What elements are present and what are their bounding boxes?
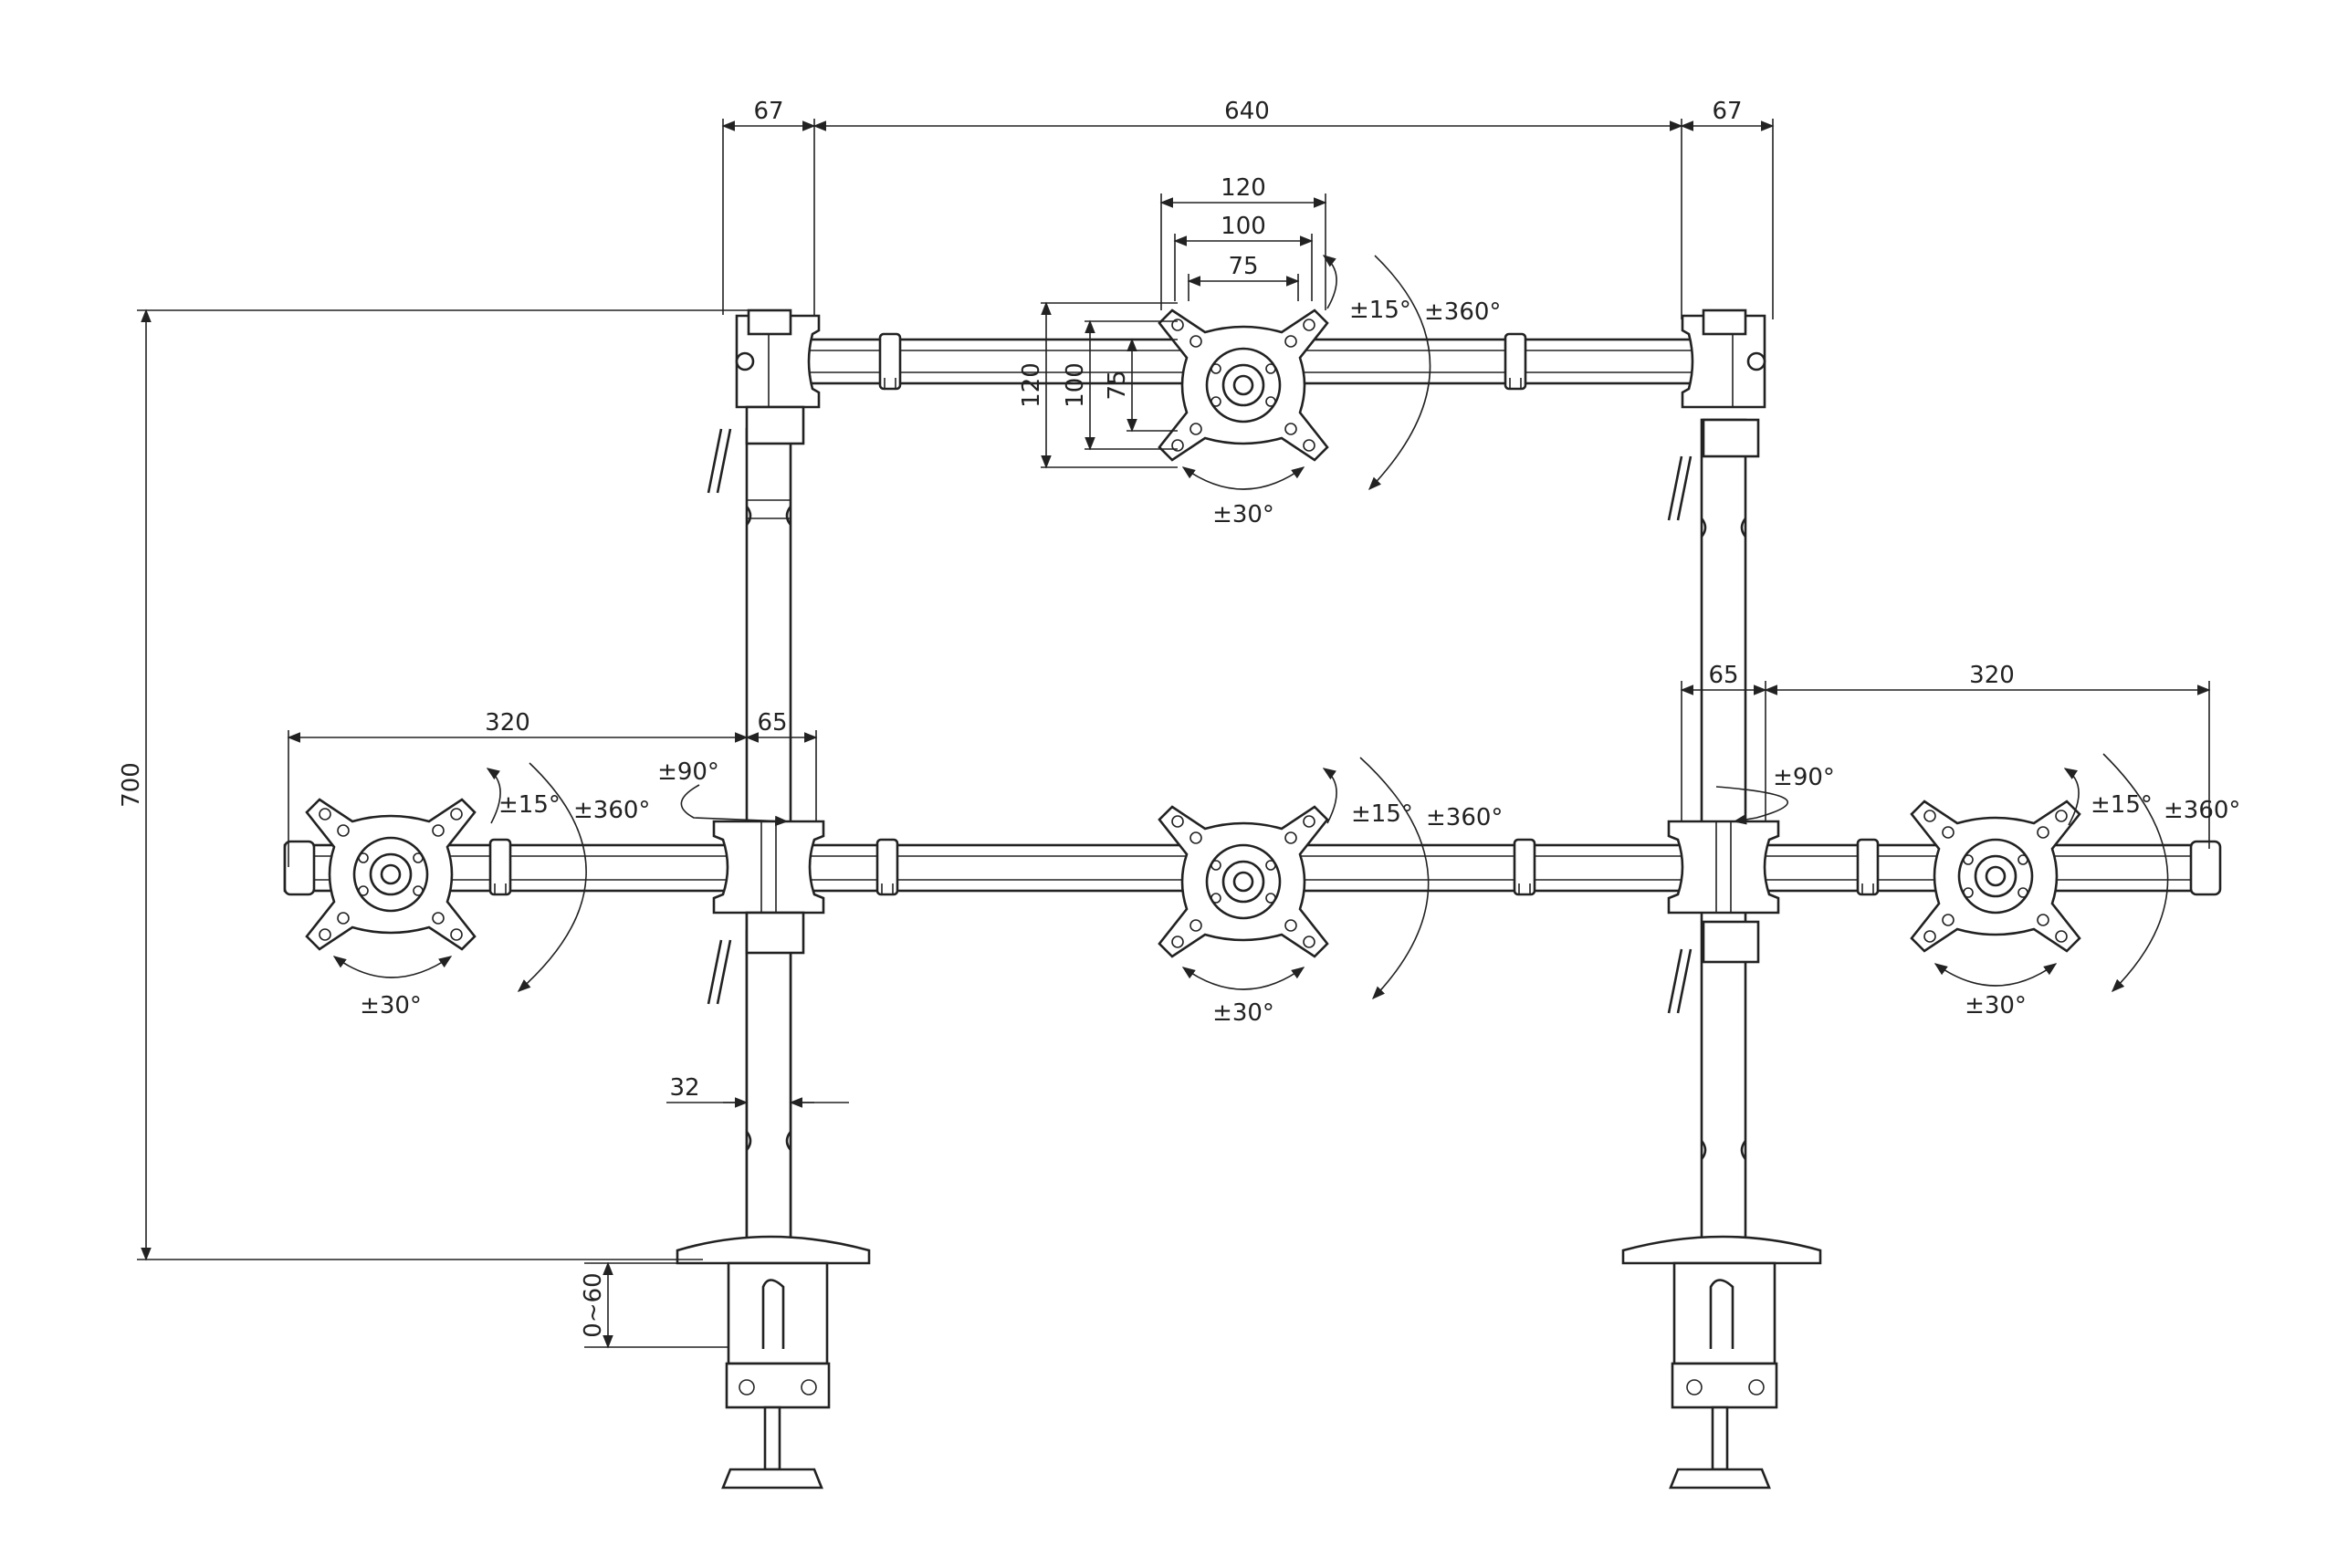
dimension-lines [137, 119, 2211, 1349]
vesa-75-label: 75 [1228, 253, 1258, 280]
vesa-v-75-label: 75 [1104, 370, 1131, 400]
right-arm-length-label: 320 [1969, 662, 2015, 689]
vesa-120-label: 120 [1221, 174, 1266, 202]
center-tilt-label: ±15° [1351, 800, 1413, 828]
left-vesa-plate [305, 798, 477, 951]
right-joint-width-label: 65 [1708, 662, 1738, 689]
left-desk-clamp [676, 1235, 871, 1490]
vesa-v-120-label: 120 [1018, 362, 1045, 408]
top-tilt-label: ±15° [1349, 297, 1411, 324]
left-tilt-label: ±15° [498, 791, 561, 819]
vesa-v-100-label: 100 [1062, 362, 1089, 408]
top-right-offset-label: 67 [1712, 98, 1742, 125]
top-vesa-plate [1158, 308, 1329, 462]
clamp-range-label: 0~60 [580, 1272, 607, 1337]
center-vesa-plate [1158, 805, 1329, 958]
left-arm-length-label: 320 [485, 709, 530, 737]
right-tilt-label: ±15° [2091, 791, 2153, 819]
top-span-label: 640 [1224, 98, 1270, 125]
vesa-100-label: 100 [1221, 213, 1266, 240]
left-swivel-label: ±30° [360, 992, 422, 1019]
right-swivel-label: ±30° [1965, 992, 2027, 1019]
center-rotate-label: ±360° [1426, 804, 1503, 831]
pole-diameter-label: 32 [669, 1074, 699, 1102]
overall-height-label: 700 [118, 762, 145, 808]
left-rotate-label: ±360° [573, 797, 650, 824]
top-left-offset-label: 67 [753, 98, 783, 125]
center-swivel-label: ±30° [1212, 999, 1274, 1027]
right-vesa-plate [1910, 800, 2081, 953]
right-rotate-label: ±360° [2164, 797, 2240, 824]
left-joint-width-label: 65 [757, 709, 787, 737]
right-pivot-label: ±90° [1773, 764, 1835, 791]
left-pivot-label: ±90° [657, 758, 719, 786]
rotation-arcs [332, 255, 2169, 1000]
right-desk-clamp [1621, 1235, 1822, 1490]
top-swivel-label: ±30° [1212, 501, 1274, 528]
top-rotate-label: ±360° [1424, 298, 1501, 326]
dimension-labels: 67 640 67 120 100 75 120 100 75 700 320 … [118, 98, 2240, 1338]
